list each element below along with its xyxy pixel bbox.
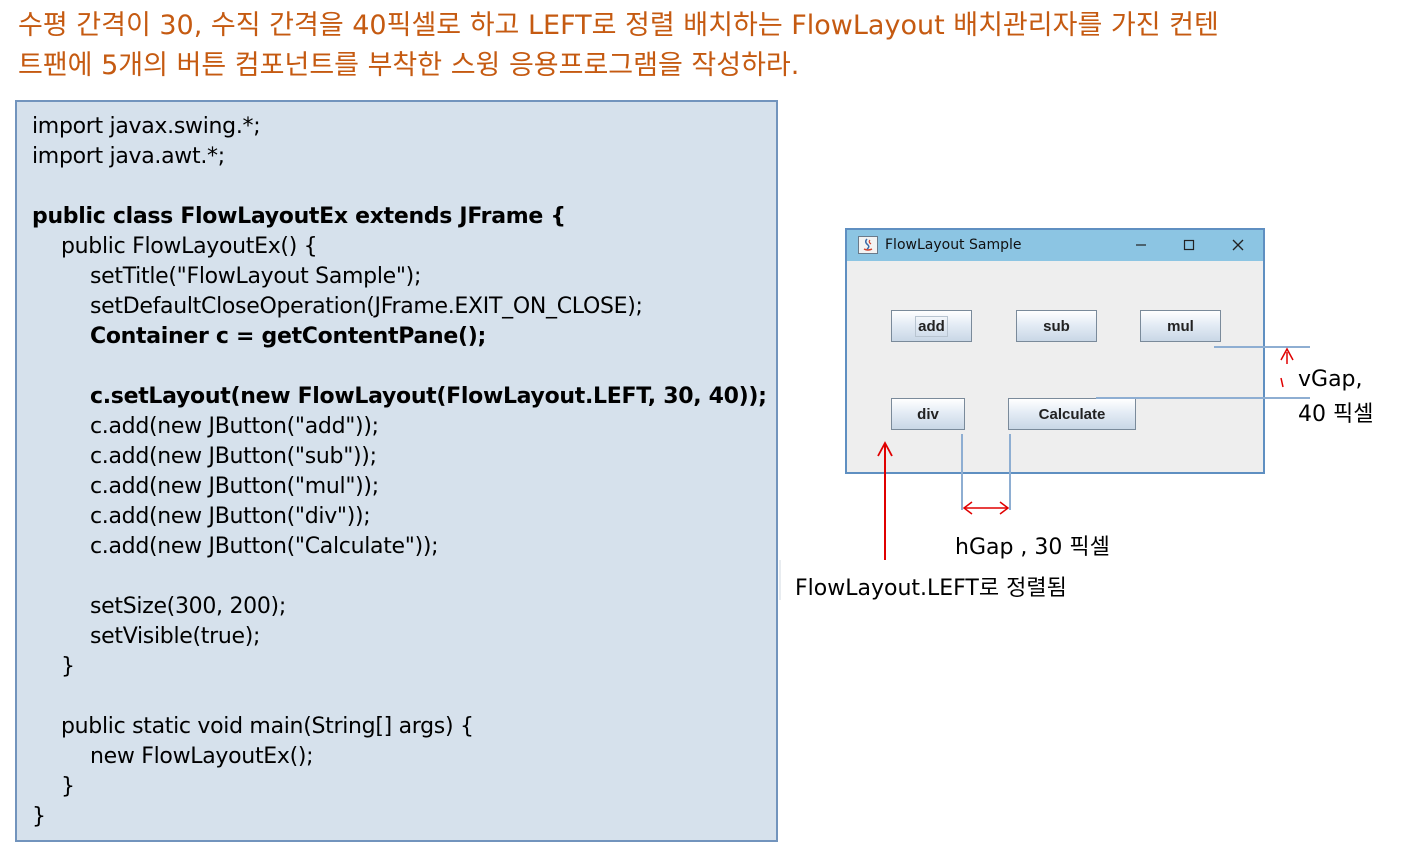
vgap-arrow-tail: [1280, 377, 1284, 388]
hgap-label: hGap , 30 픽셀: [955, 535, 1110, 560]
code-line: setDefaultCloseOperation(JFrame.EXIT_ON_…: [90, 294, 643, 319]
code-panel: import javax.swing.*; import java.awt.*; p…: [15, 100, 778, 842]
maximize-icon[interactable]: [1177, 234, 1201, 256]
code-line: }: [61, 654, 75, 679]
div-button[interactable]: div: [891, 398, 965, 430]
sub-button[interactable]: sub: [1016, 310, 1097, 342]
code-line: c.setLayout(new FlowLayout(FlowLayout.LE…: [90, 384, 767, 409]
code-line: public FlowLayoutEx() {: [61, 234, 318, 259]
code-line: c.add(new JButton("add"));: [90, 414, 379, 439]
code-line: setSize(300, 200);: [90, 594, 286, 619]
mul-button[interactable]: mul: [1140, 310, 1221, 342]
vgap-label-line-1: vGap,: [1298, 367, 1363, 392]
add-button-label: add: [915, 315, 948, 337]
hgap-arrowhead-right: [999, 501, 1010, 515]
add-button[interactable]: add: [891, 310, 972, 342]
close-icon[interactable]: [1226, 234, 1250, 256]
vgap-arrowhead-up: [1280, 347, 1294, 361]
code-line: }: [32, 804, 46, 829]
code-line: c.add(new JButton("div"));: [90, 504, 371, 529]
code-line: c.add(new JButton("sub"));: [90, 444, 377, 469]
window-title: FlowLayout Sample: [885, 237, 1022, 253]
code-line: import javax.swing.*;: [32, 114, 261, 139]
problem-statement: 수평 간격이 30, 수직 간격을 40픽셀로 하고 LEFT로 정렬 배치하는…: [18, 6, 1388, 86]
code-line: Container c = getContentPane();: [90, 324, 487, 349]
left-align-label: FlowLayout.LEFT로 정렬됨: [795, 576, 1067, 601]
code-line: c.add(new JButton("Calculate"));: [90, 534, 439, 559]
code-line: }: [61, 774, 75, 799]
calculate-button[interactable]: Calculate: [1008, 398, 1136, 430]
div-button-label: div: [917, 405, 939, 423]
hgap-arrowhead-left: [962, 501, 973, 515]
java-icon: [858, 236, 878, 254]
problem-statement-line-2: 트팬에 5개의 버튼 컴포넌트를 부착한 스윙 응용프로그램을 작성하라.: [18, 50, 800, 81]
code-line: public static void main(String[] args) {: [61, 714, 474, 739]
left-align-arrowhead: [877, 441, 893, 457]
calculate-button-label: Calculate: [1038, 405, 1106, 423]
swing-window: FlowLayout Sample add sub mul div Calcul…: [845, 228, 1265, 474]
code-line: public class FlowLayoutEx extends JFrame…: [32, 204, 566, 229]
sub-button-label: sub: [1043, 317, 1070, 335]
window-titlebar[interactable]: FlowLayout Sample: [847, 230, 1263, 261]
vgap-label-line-2: 40 픽셀: [1298, 402, 1374, 427]
code-line: setTitle("FlowLayout Sample");: [90, 264, 422, 289]
code-line: c.add(new JButton("mul"));: [90, 474, 379, 499]
problem-statement-line-1: 수평 간격이 30, 수직 간격을 40픽셀로 하고 LEFT로 정렬 배치하는…: [18, 10, 1219, 41]
code-line: setVisible(true);: [90, 624, 261, 649]
minimize-icon[interactable]: [1129, 234, 1153, 256]
code-line: import java.awt.*;: [32, 144, 225, 169]
mul-button-label: mul: [1167, 317, 1194, 335]
code-line: new FlowLayoutEx();: [90, 744, 314, 769]
